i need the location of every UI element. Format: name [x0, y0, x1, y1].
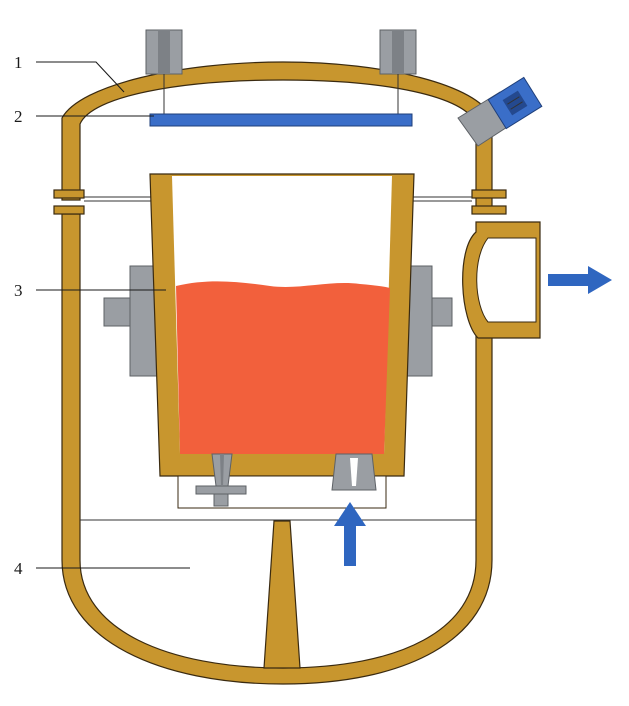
vessel-flange-right-bottom	[471, 205, 507, 215]
porous-plug-slot	[350, 458, 358, 486]
leader-line-1	[36, 61, 125, 93]
vessel-flange-left-bottom	[53, 205, 85, 215]
vessel-flange-right-top	[471, 189, 507, 199]
sight-port-cap	[487, 76, 543, 130]
support-column	[263, 520, 301, 669]
top-nozzle-right-inner	[392, 30, 404, 74]
top-nozzle-left-inner	[158, 30, 170, 74]
callout-2: 2	[14, 107, 23, 126]
arrow-right-icon	[548, 266, 612, 294]
heat-shield-plate	[149, 113, 413, 127]
arrow-up-icon	[334, 502, 366, 566]
vessel-flange-left-top	[53, 189, 85, 199]
callout-4: 4	[14, 559, 23, 578]
molten-steel	[176, 281, 390, 454]
callout-1: 1	[14, 53, 23, 72]
gas-outlet-port-inner	[476, 237, 537, 323]
callout-3: 3	[14, 281, 23, 300]
slide-gate-nozzle	[195, 453, 247, 507]
